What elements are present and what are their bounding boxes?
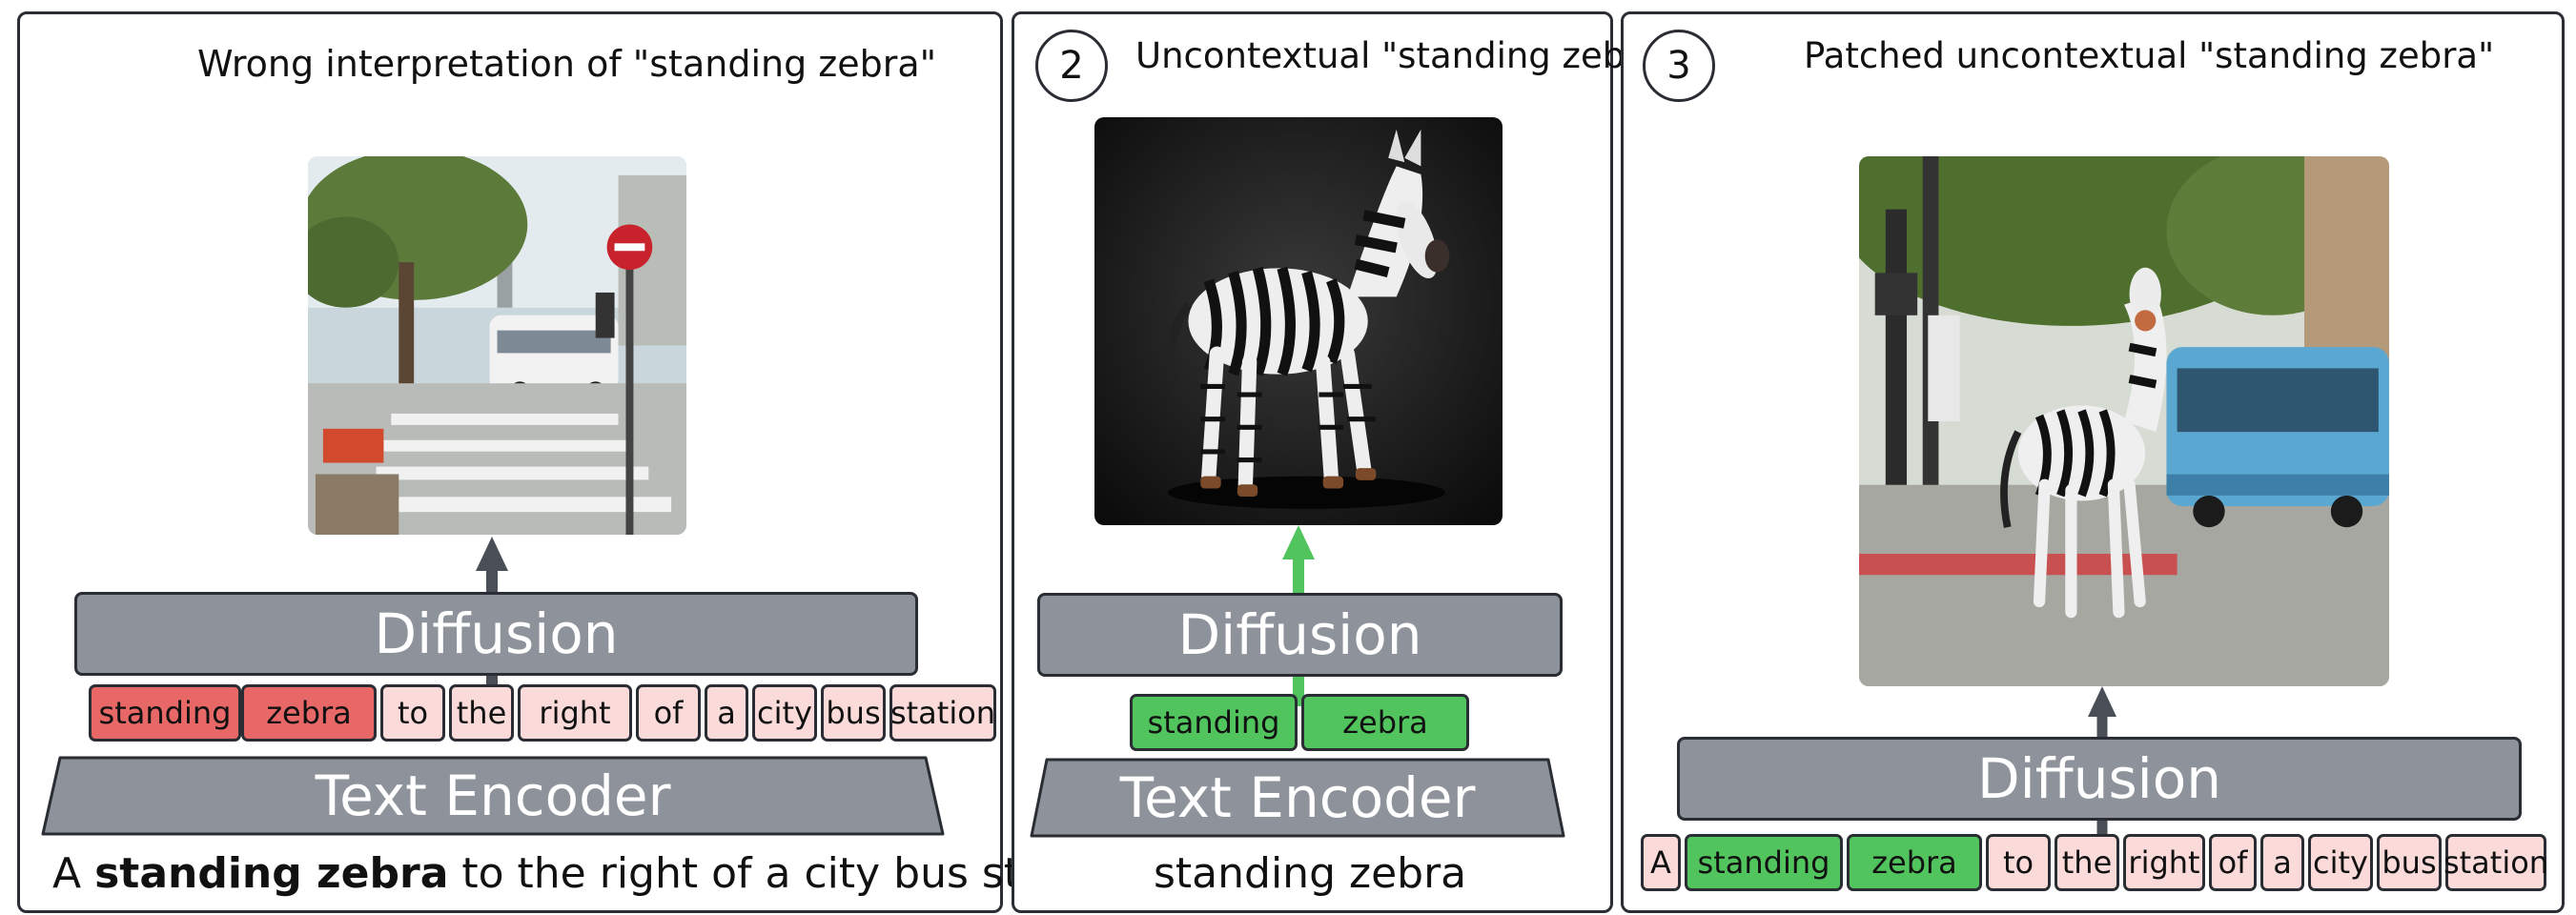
token: city [752, 684, 817, 742]
panel-title: Wrong interpretation of "standing zebra" [197, 43, 937, 85]
token: standing [89, 684, 241, 742]
prompt-highlight: standing zebra [94, 849, 449, 898]
generated-image-zebra-studio [1094, 117, 1503, 525]
token: station [889, 684, 996, 742]
diffusion-block: Diffusion [74, 592, 918, 676]
token: to [1986, 834, 2051, 891]
diffusion-label: Diffusion [374, 601, 619, 666]
step-number-badge: 3 [1643, 30, 1715, 102]
text-encoder-block: Text Encoder [41, 756, 945, 836]
token: the [449, 684, 514, 742]
generated-image-street-crossing [308, 156, 686, 535]
diffusion-label: Diffusion [1177, 602, 1422, 667]
token: of [2209, 834, 2257, 891]
diffusion-block: Diffusion [1677, 737, 2522, 821]
token: to [380, 684, 445, 742]
panel-wrong-interpretation: Wrong interpretation of "standing zebra" [17, 11, 1126, 913]
token: zebra [241, 684, 377, 742]
panel-title: Patched uncontextual "standing zebra" [1804, 35, 2495, 76]
token: a [705, 684, 748, 742]
token: standing [1130, 694, 1298, 751]
token: A [1641, 834, 1681, 891]
diffusion-label: Diffusion [1976, 746, 2222, 811]
token-row: standing zebra [1130, 694, 1469, 751]
token: zebra [1847, 834, 1982, 891]
prompt-text: standing zebra [1154, 849, 1467, 898]
token: the [2055, 834, 2119, 891]
prompt-text: A standing zebra to the right of a city … [52, 849, 1126, 898]
text-encoder-block: Text Encoder [1030, 758, 1565, 838]
diffusion-block: Diffusion [1037, 593, 1563, 677]
panel-title: Uncontextual "standing zebra" [1135, 35, 1678, 76]
panel-patched: 3 Patched uncontextual "standing zebra" [1621, 11, 2565, 913]
token: zebra [1301, 694, 1469, 751]
token: station [2443, 834, 2548, 891]
token-row: standing zebra to the right of a city bu… [89, 684, 996, 742]
token: standing [1685, 834, 1843, 891]
generated-image-zebra-bus-station [1859, 156, 2389, 686]
text-encoder-label: Text Encoder [1119, 765, 1476, 830]
token: a [2260, 834, 2304, 891]
token: city [2308, 834, 2373, 891]
text-encoder-label: Text Encoder [315, 763, 671, 828]
token-row: A standing zebra to the right of a city … [1641, 834, 2548, 891]
token: right [2123, 834, 2205, 891]
token: bus [2377, 834, 2442, 891]
prompt-prefix: A [52, 849, 95, 898]
step-number-badge: 2 [1035, 30, 1108, 102]
token: right [518, 684, 632, 742]
token: of [636, 684, 701, 742]
panel-uncontextual: 2 Uncontextual "standing zebra" [1012, 11, 1677, 913]
token: bus [821, 684, 886, 742]
